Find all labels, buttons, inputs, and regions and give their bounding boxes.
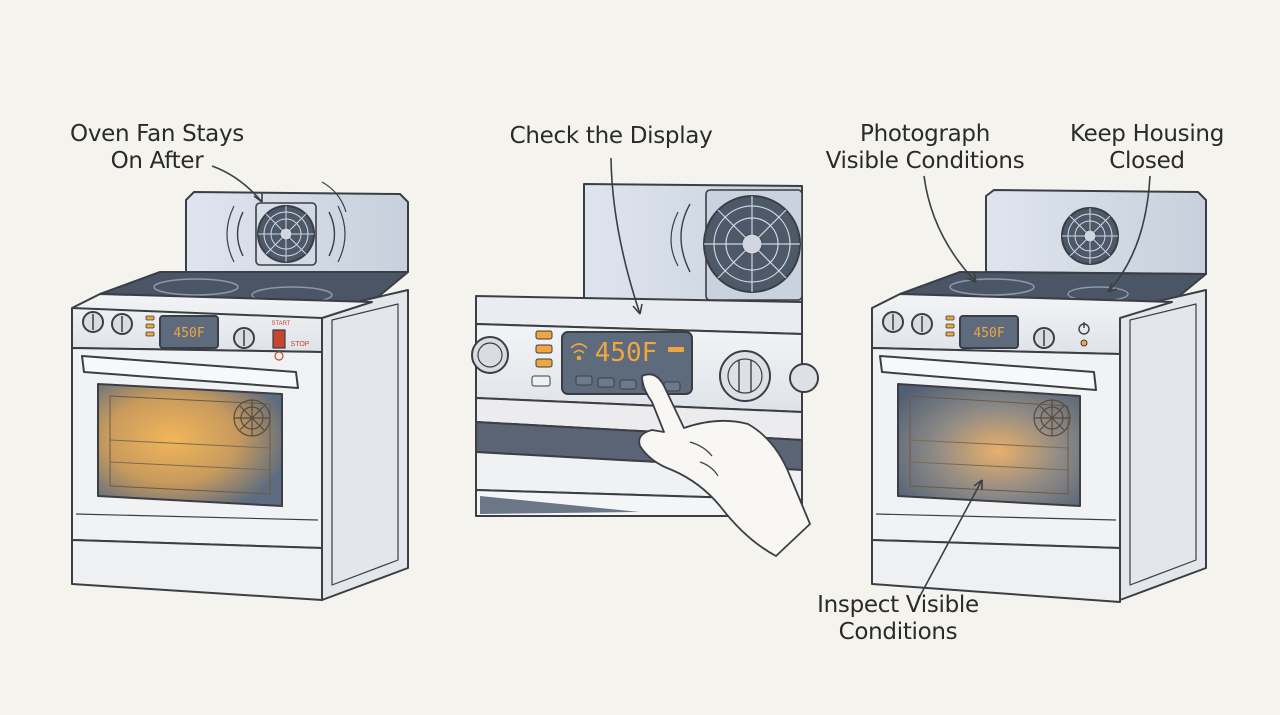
center-display-reading: 450F [595,338,658,368]
photograph-label-line1: Photograph [860,121,990,147]
photograph-callout-arrow [923,175,977,283]
fan-icon [670,195,801,293]
keep-housing-label: Keep Housing Closed [1062,121,1232,175]
power-icon [1078,322,1090,335]
start-label: START [271,321,290,327]
oven-cavity-fan-icon [233,399,271,437]
photograph-label-line2: Visible Conditions [825,148,1025,174]
right-display-reading: 450F [973,326,1004,341]
inspect-label-line2: Conditions [838,619,958,645]
inspect-callout-arrow [919,479,983,597]
stop-label: STOP [291,341,310,348]
fan-icon [226,181,347,266]
left-display-reading: 450F [173,326,204,341]
oven-fan-label-line2: On After [110,148,204,174]
wifi-icon [570,343,588,361]
photograph-label: Photograph Visible Conditions [822,121,1028,175]
oven-fan-label-line1: Oven Fan Stays [70,121,244,147]
housing-callout-arrow [1107,175,1151,293]
fan-icon [1061,207,1119,265]
oven-fan-label: Oven Fan Stays On After [58,121,256,175]
inspect-label: Inspect Visible Conditions [808,592,988,646]
left-callout-arrow [211,165,263,203]
left-oven [71,191,409,601]
keep-housing-label-line1: Keep Housing [1069,121,1225,147]
center-callout-arrow [610,157,641,315]
right-oven [871,189,1207,603]
check-display-label: Check the Display [509,123,713,149]
keep-housing-label-line2: Closed [1109,148,1185,174]
inspect-label-line1: Inspect Visible [817,592,979,618]
oven-cavity-fan-icon [1033,399,1071,437]
